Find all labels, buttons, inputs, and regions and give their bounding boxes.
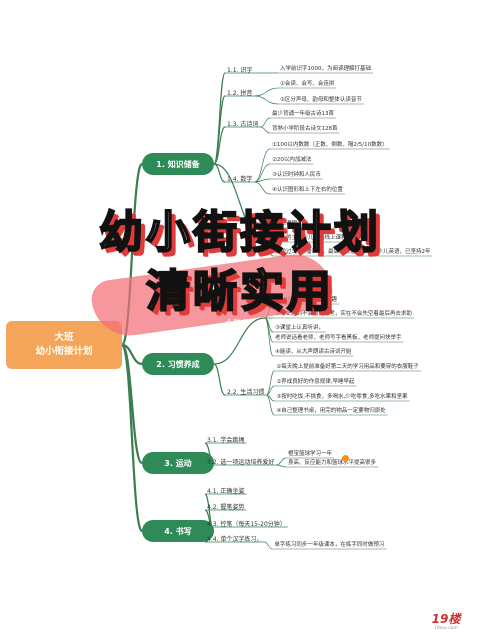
root-line1: 大班 — [54, 332, 74, 344]
leaf-node: ②区分声母、韵母和整体认读音节 — [280, 97, 362, 103]
leaf-node: ④能读，从大声朗读古诗词开始 — [275, 349, 352, 355]
leaf-node: 最少背诵一年级古诗13首 — [272, 111, 334, 117]
leaf-node: ①每天晚上提前准备好第二天的学习用品和要穿的衣服鞋子 — [276, 364, 419, 370]
root-line2: 幼小衔接计划 — [35, 346, 93, 357]
leaf-node: 身高、反应能力和篮球水平提高很多 — [288, 460, 377, 466]
branch-node: 3. 运动 — [142, 452, 214, 474]
link-line — [120, 343, 144, 533]
sub-node: 2.2. 生活习惯 — [227, 389, 265, 396]
link-line — [254, 181, 271, 195]
leaf-node: 单字练习同步一年级课本，在练字同时做预习 — [274, 542, 385, 548]
sub-node: 4.1. 正确坐姿 — [207, 488, 245, 495]
site-logo: 19楼 19lou.com — [420, 610, 472, 634]
leaf-node: ①会读、会写、会连拼 — [280, 81, 335, 87]
link-line — [254, 87, 279, 97]
leaf-node: …及的主流少儿英语线上课程 — [275, 235, 347, 241]
link-line — [213, 163, 226, 183]
sub-node: 1.4. 数学 — [227, 176, 253, 183]
leaf-node: ②养成良好的作息规律,早睡早起 — [276, 379, 355, 385]
root-node: 大班 幼小衔接计划 — [6, 321, 122, 369]
sub-node: 4.4. 单个汉字练习， — [207, 536, 263, 543]
sub-node: 1.3. 古诗词 — [227, 121, 259, 128]
link-line — [260, 126, 271, 134]
leaf-node: ③课堂上认真听讲， — [275, 325, 324, 331]
link-line — [266, 394, 275, 416]
site-logo-mark: 19楼 — [431, 612, 461, 626]
leaf-node: ④自己整理书桌，用完的物品一定要物归原处 — [276, 408, 386, 414]
link-line — [213, 163, 266, 241]
orange-emoji-icon — [342, 455, 349, 462]
leaf-node: ②20以内加减法 — [272, 157, 312, 163]
sub-node: 1.2. 拼音 — [227, 90, 253, 97]
leaf-node: ②作业遇到不会的先思考，实在不会先空着最后再去求助 — [275, 311, 412, 317]
overlay-title-line1: 幼小街接计划 — [98, 206, 381, 259]
link-line — [260, 117, 271, 128]
leaf-node: 入学前识字1000，为阅读理解打基础 — [280, 66, 371, 72]
link-line — [213, 72, 226, 165]
link-line — [254, 178, 271, 183]
link-line — [266, 370, 275, 396]
sub-node: 4.3. 控笔（每天15-20分钟） — [207, 521, 286, 528]
link-line — [264, 317, 274, 357]
link-line — [276, 457, 287, 466]
branch-node: 1. 知识储备 — [142, 153, 214, 175]
leaf-node: ①100以内数数（正数、倒数、隔2/5/10数数） — [272, 142, 388, 148]
sub-node: 4.2. 握笔姿势 — [207, 504, 245, 511]
link-line — [266, 385, 275, 396]
link-line — [213, 363, 226, 396]
link-line — [254, 163, 271, 183]
link-line — [254, 95, 279, 105]
link-line — [120, 162, 144, 347]
leaf-node: 比较过3款录播课程，最后选择适合孩子的少儿英语，已坚持2年 — [275, 249, 431, 255]
link-line — [213, 95, 226, 165]
branch-node: 2. 习惯养成 — [142, 353, 214, 375]
branch-node: 4. 书写 — [142, 520, 214, 542]
sub-node: 1.1. 识字 — [227, 67, 253, 74]
leaf-node: 线上课程 — [275, 221, 298, 227]
link-line — [276, 464, 287, 468]
overlay-title-line2: 清晰实用 — [145, 265, 334, 318]
link-line — [264, 227, 274, 241]
link-line — [213, 317, 266, 365]
leaf-node: 老师说话看老师，老师写字看黑板，老师提问快举手 — [275, 335, 402, 341]
xiaohongshu-watermark: 小红书 — [225, 319, 249, 328]
link-line — [254, 148, 271, 183]
leaf-node: 橙宝篮球学习一年 — [288, 451, 333, 457]
leaf-node: ③认识时钟和人民币 — [272, 172, 321, 178]
sub-node: 3.2. 选一项运动培养爱好 — [207, 459, 275, 466]
link-line — [264, 239, 274, 257]
link-line — [213, 126, 226, 165]
site-logo-url: 19lou.com — [434, 626, 458, 631]
link-line — [264, 541, 273, 550]
leaf-node: ③按时吃饭,不挑食，多喝水,少吃零食,多吃水果和坚果 — [276, 394, 408, 400]
leaf-node: 背熟小学阶段古诗文128首 — [272, 126, 338, 132]
sub-node: 3.1. 学会跳绳 — [207, 437, 245, 444]
leaf-node: ④认识图形和上下左右的位置 — [272, 187, 343, 193]
